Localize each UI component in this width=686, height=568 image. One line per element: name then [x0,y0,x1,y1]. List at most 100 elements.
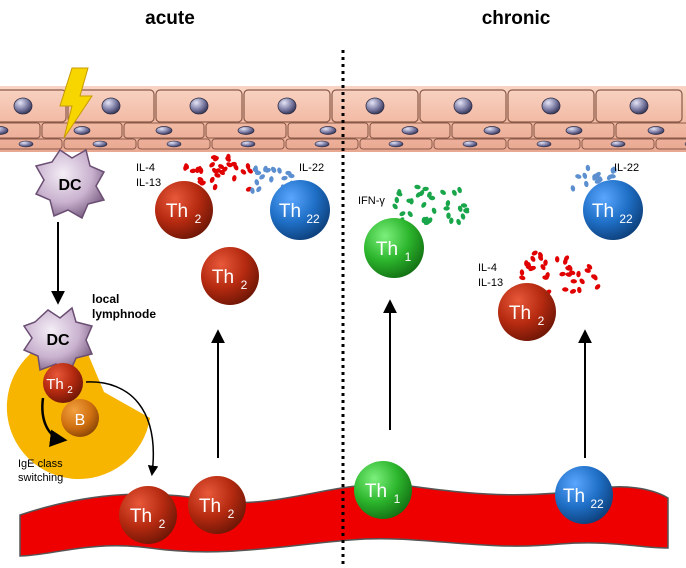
ifn-gamma-dot [421,216,427,224]
ifn-gamma-dot [415,192,422,198]
il22-dot [271,166,276,173]
cell-nucleus [166,140,182,148]
il4-il13-dot [540,264,546,271]
il22-dot [254,179,260,186]
svg-text:Th: Th [166,201,188,222]
epithelial-cell [123,122,205,139]
cell-nucleus [388,140,404,148]
il22-dot [582,172,588,179]
svg-text:Th: Th [563,486,585,507]
il22-label-chronic: IL-22 [614,162,639,174]
cytokine-dots [183,153,630,295]
il4-il13-dot [218,164,225,170]
epithelial-cell [205,122,287,139]
il13-label-acute: IL-13 [136,177,161,189]
dendritic-cell-lymphnode [22,306,94,374]
ifn-gamma-dot [396,191,403,197]
epithelial-cell [581,138,655,150]
svg-text:2: 2 [67,385,73,396]
cell-nucleus [365,97,385,115]
epithelial-cell [451,122,533,139]
epithelial-cell [155,89,243,123]
il4-il13-dot [530,255,536,262]
il4-il13-dot [586,264,593,270]
header-chronic: chronic [482,8,551,29]
epithelial-cell [137,138,211,150]
ifn-gamma-dot [407,211,413,218]
epithelial-cell [63,138,137,150]
il4-il13-dot [538,254,544,261]
cell-nucleus [73,126,91,135]
svg-text:Th: Th [212,267,234,288]
th2-cell-vessel-2: Th 2 [188,476,246,534]
il4-il13-dot [199,180,206,186]
th1-cell-vessel: Th 1 [354,461,412,519]
il4-il13-dot [569,270,576,276]
cell-nucleus [462,140,478,148]
cell-nucleus [0,126,9,135]
th22-cell-acute: Th 22 [270,180,330,240]
svg-text:Th: Th [199,496,221,517]
th2-cell-chronic: Th 2 [498,283,556,341]
il4-label-acute: IL-4 [136,162,155,174]
epithelial-cell [285,138,359,150]
svg-text:2: 2 [538,314,545,328]
il4-il13-dot [542,275,549,280]
il4-il13-dot [562,287,569,292]
svg-text:Th: Th [592,201,614,222]
il4-il13-dot [543,259,548,266]
il4-il13-dot [570,279,577,284]
epithelial-cell [615,122,686,139]
il4-il13-dot [230,161,237,167]
ifn-gamma-dot [414,184,421,190]
il4-label-chronic: IL-4 [478,262,497,274]
svg-text:2: 2 [159,517,166,531]
dc-label-lymphnode: DC [46,332,70,349]
th2-cell-acute-1: Th 2 [155,181,213,239]
epithelial-cell [0,138,63,150]
il4-il13-dot [222,166,228,173]
il4-il13-dot [525,264,532,270]
il4-il13-dot [225,156,231,162]
th1-cell-chronic: Th 1 [364,218,424,278]
il22-dot [612,166,617,173]
il22-dot [570,185,576,192]
svg-text:2: 2 [241,278,248,292]
il4-il13-dot [214,172,221,178]
svg-text:22: 22 [619,212,633,226]
svg-text:Th: Th [130,506,152,527]
b-cell: B [61,399,99,437]
th2-cell-acute-2: Th 2 [201,247,259,305]
il4-il13-dot [569,289,577,294]
arrow-th2-to-b [41,397,68,447]
epithelial-cell [0,122,41,139]
svg-text:22: 22 [590,497,604,511]
il22-dot [263,165,268,173]
il22-dot [597,176,603,183]
cell-nucleus [237,126,255,135]
cell-nucleus [401,126,419,135]
ifn-gamma-dot [427,191,432,198]
il13-label-chronic: IL-13 [478,277,503,289]
il22-dot [592,175,599,181]
il4-il13-dot [576,270,581,278]
il4-il13-dot [232,175,237,182]
cell-nucleus [155,126,173,135]
il4-il13-dot [567,264,573,271]
il4-il13-dot [577,286,582,294]
dendritic-cell-top: DC [34,148,106,220]
th22-cell-vessel: Th 22 [555,466,613,524]
il4-il13-dot [183,164,188,171]
il4-il13-dot [247,168,253,174]
cell-nucleus [610,140,626,148]
lymphnode-label-line2: lymphnode [92,307,156,321]
cell-nucleus [189,97,209,115]
il4-il13-dot [591,274,598,280]
svg-text:1: 1 [405,250,412,264]
cell-nucleus [101,97,121,115]
ifn-gamma-dot [463,208,470,214]
il22-dot [250,187,255,194]
ifn-gamma-dot [399,211,406,217]
il4-il13-dot [240,169,247,175]
ifn-gamma-dot [446,212,451,219]
